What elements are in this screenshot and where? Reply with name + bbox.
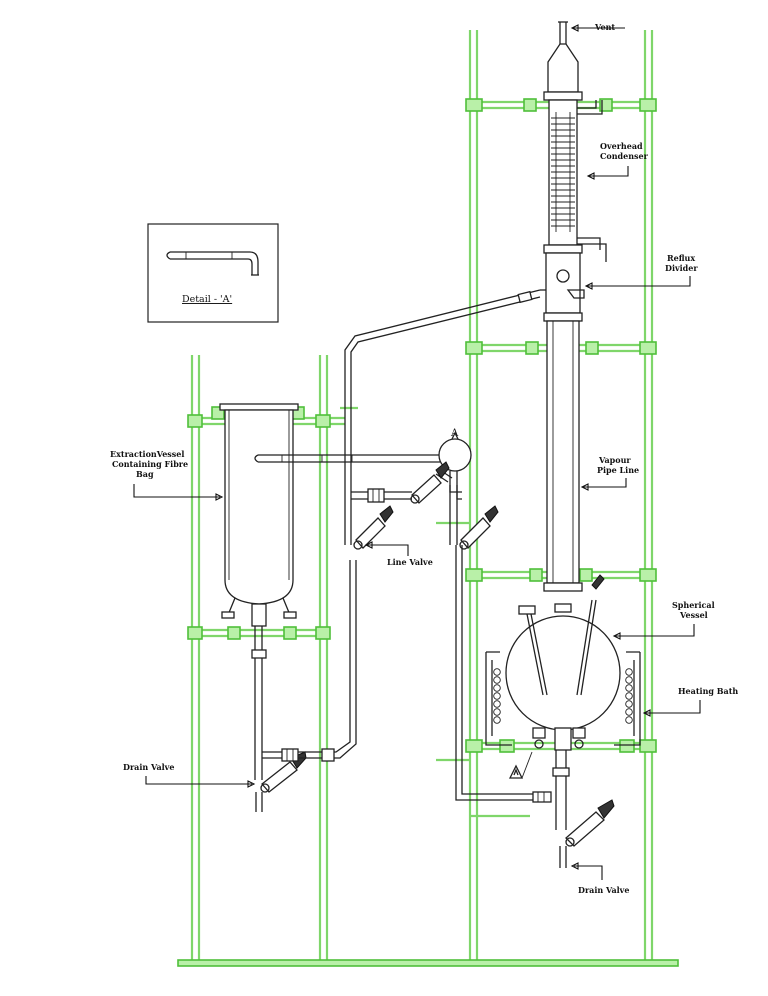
extraction-vessel (219, 403, 357, 812)
right-drain-assembly (455, 700, 615, 868)
drain-valve-left-label: Drain Valve (123, 762, 174, 772)
detail-a-label: Detail - 'A' (182, 294, 232, 305)
overhead-condenser-label-1: Overhead (600, 141, 643, 151)
vent-label: Vent (594, 22, 615, 32)
reflux-divider-label-2: Divider (665, 263, 698, 273)
spherical-vessel-label-1: Spherical (672, 600, 715, 610)
heating-bath-label: Heating Bath (678, 686, 738, 696)
spherical-vessel-label-2: Vessel (679, 610, 708, 620)
annotations: Vent Overhead Condenser Reflux Divider E… (110, 22, 738, 895)
reflux-divider (540, 252, 585, 322)
overhead-condenser (543, 21, 607, 262)
cross-bar-left-bottom (187, 626, 331, 640)
vapour-pipe-line-label-1: Vapour (598, 455, 631, 465)
transfer-lines: A (254, 289, 541, 700)
extraction-vessel-label-3: Bag (136, 469, 154, 479)
extraction-vessel-label-1: ExtractionVessel (110, 449, 184, 459)
overhead-condenser-label-2: Condenser (600, 151, 649, 161)
extraction-vessel-label-2: Containing Fibre (112, 459, 188, 469)
vapour-pipe-line (543, 320, 583, 592)
detail-a-box: Detail - 'A' (147, 223, 279, 323)
reflux-divider-label-1: Reflux (667, 253, 695, 263)
vapour-pipe-line-label-2: Pipe Line (597, 465, 639, 475)
spherical-vessel (485, 574, 641, 779)
line-valve-label: Line Valve (387, 557, 433, 567)
drain-valve-right-label: Drain Valve (578, 885, 629, 895)
